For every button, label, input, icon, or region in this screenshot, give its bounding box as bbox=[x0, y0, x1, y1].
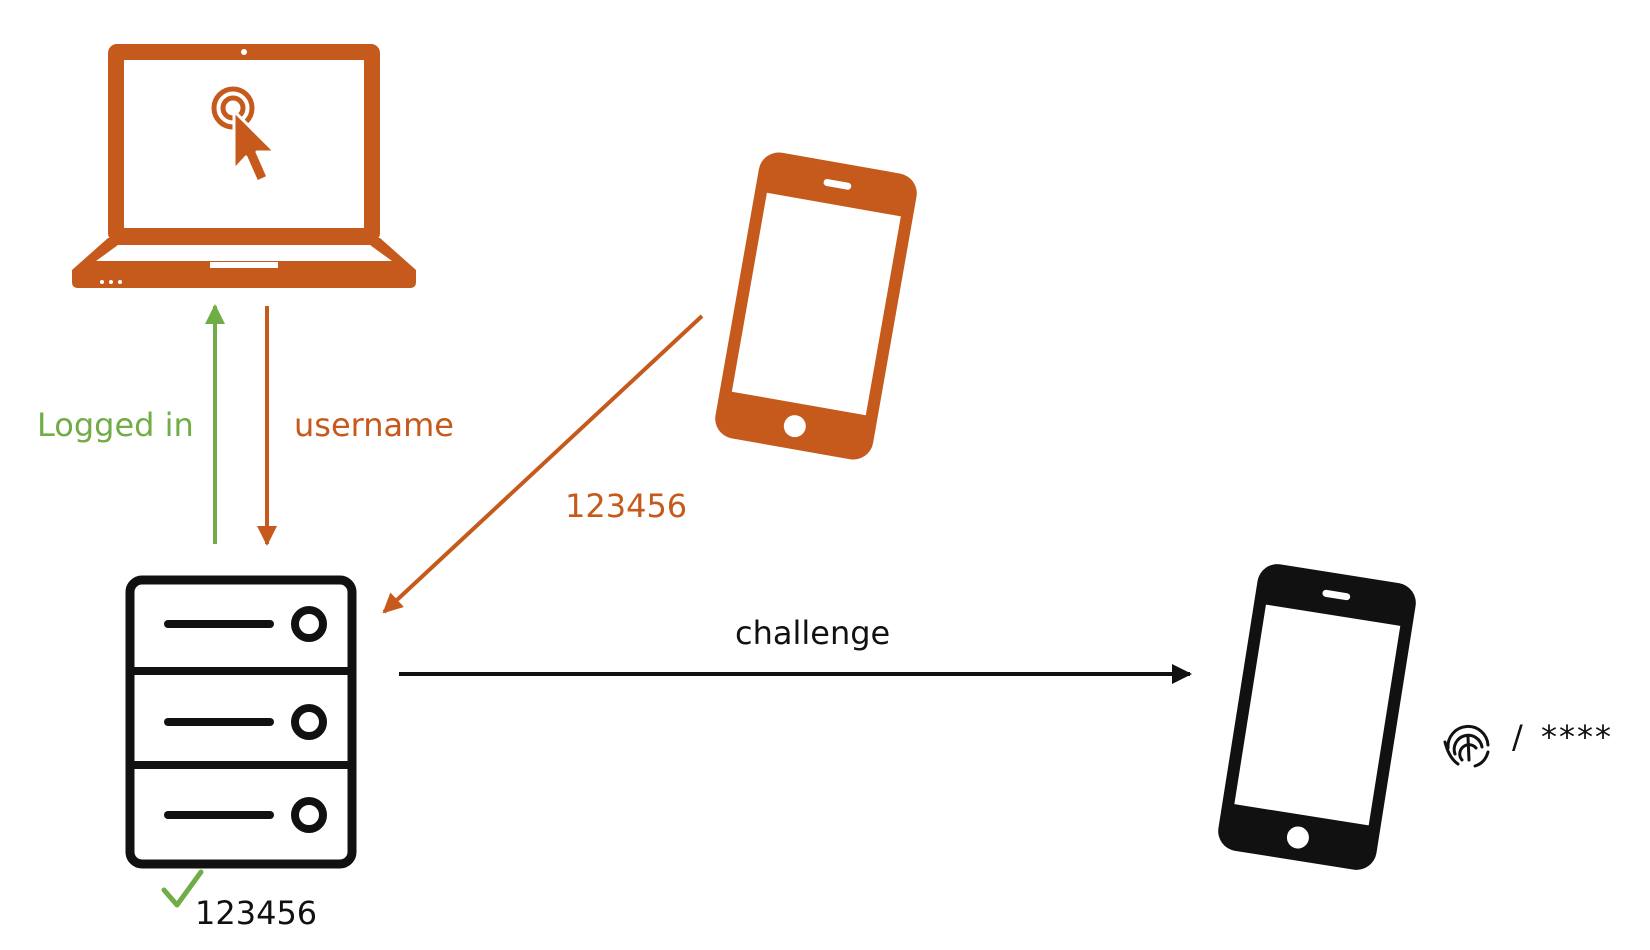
fingerprint-icon bbox=[1443, 724, 1490, 768]
auth-separator: / bbox=[1512, 718, 1523, 756]
otp-code-label: 123456 bbox=[565, 487, 687, 525]
check-mark-icon bbox=[161, 869, 204, 908]
otp-arrow bbox=[382, 314, 704, 614]
phone-icon bbox=[1218, 564, 1416, 870]
username-label: username bbox=[294, 406, 454, 444]
verified-code-label: 123456 bbox=[195, 894, 317, 932]
pin-mask-label: **** bbox=[1541, 718, 1613, 756]
cursor-arrow-icon bbox=[232, 109, 277, 184]
laptop-icon bbox=[72, 44, 416, 288]
phone-icon bbox=[715, 152, 917, 460]
challenge-label: challenge bbox=[735, 614, 890, 652]
logged-in-label: Logged in bbox=[37, 406, 194, 444]
server-icon bbox=[125, 575, 357, 869]
